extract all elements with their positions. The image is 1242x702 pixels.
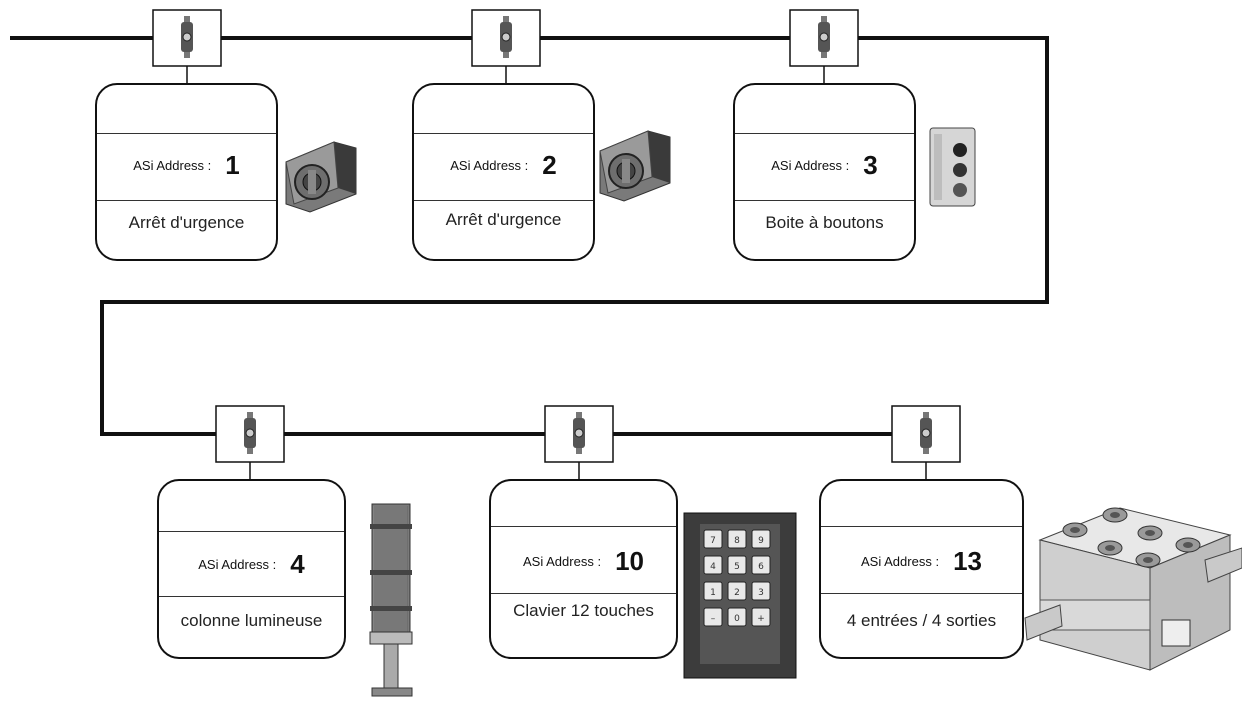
- node-divider-top: [414, 133, 593, 134]
- address-label: ASi Address :: [861, 553, 940, 569]
- node-divider-top: [821, 526, 1022, 527]
- device-name: 4 entrées / 4 sorties: [846, 611, 997, 630]
- node-divider-bottom: [735, 200, 914, 201]
- svg-text:6: 6: [758, 562, 764, 572]
- svg-text:4: 4: [710, 562, 716, 572]
- node-address-row: ASi Address : 2: [414, 147, 593, 183]
- address-value: 2: [542, 149, 557, 180]
- address-label: ASi Address :: [523, 553, 602, 569]
- svg-text:7: 7: [710, 536, 716, 546]
- node-address-row: ASi Address : 4: [159, 546, 344, 582]
- node-divider-bottom: [414, 200, 593, 201]
- node-divider-bottom: [821, 593, 1022, 594]
- address-label: ASi Address :: [771, 157, 850, 173]
- node-address-row: ASi Address : 10: [491, 543, 676, 579]
- device-name: Clavier 12 touches: [513, 601, 654, 620]
- node-divider-bottom: [97, 200, 276, 201]
- asi-connector-3: [789, 9, 859, 83]
- signal-tower-icon: [369, 503, 413, 697]
- asi-node-4: ASi Address : 4 colonne lumineuse: [157, 479, 346, 659]
- address-value: 13: [953, 545, 982, 576]
- asi-connector-1: [152, 9, 222, 83]
- node-divider-bottom: [491, 593, 676, 594]
- svg-text:+: +: [757, 614, 765, 624]
- svg-text:–: –: [711, 614, 716, 624]
- keypad-icon: 7 8 9 4 5 6 1 2 3 – 0 +: [683, 512, 797, 679]
- node-address-row: ASi Address : 3: [735, 147, 914, 183]
- address-label: ASi Address :: [198, 556, 277, 572]
- address-value: 10: [615, 545, 644, 576]
- asi-connector-4: [215, 405, 285, 479]
- asi-node-13: ASi Address : 13 4 entrées / 4 sorties: [819, 479, 1024, 659]
- svg-text:8: 8: [734, 536, 740, 546]
- node-address-row: ASi Address : 13: [821, 543, 1022, 579]
- node-divider-bottom: [159, 596, 344, 597]
- svg-text:3: 3: [758, 588, 764, 598]
- svg-text:2: 2: [734, 588, 740, 598]
- address-value: 1: [225, 149, 240, 180]
- asi-node-3: ASi Address : 3 Boite à boutons: [733, 83, 916, 261]
- io-module-icon: [1024, 507, 1242, 671]
- asi-node-2: ASi Address : 2 Arrêt d'urgence: [412, 83, 595, 261]
- push-button-box-icon: [929, 127, 976, 207]
- svg-text:1: 1: [710, 588, 716, 598]
- address-label: ASi Address :: [133, 157, 212, 173]
- address-value: 3: [863, 149, 878, 180]
- node-divider-top: [735, 133, 914, 134]
- node-address-row: ASi Address : 1: [97, 147, 276, 183]
- asi-connector-10: [544, 405, 614, 479]
- emergency-stop-icon: [599, 130, 671, 202]
- asi-connector-13: [891, 405, 961, 479]
- node-divider-top: [159, 531, 344, 532]
- asi-node-10: ASi Address : 10 Clavier 12 touches: [489, 479, 678, 659]
- device-name: colonne lumineuse: [180, 611, 323, 630]
- address-label: ASi Address :: [450, 157, 529, 173]
- device-name: Boite à boutons: [765, 213, 884, 232]
- asi-connector-2: [471, 9, 541, 83]
- svg-text:0: 0: [734, 614, 740, 624]
- device-name: Arrêt d'urgence: [445, 210, 562, 229]
- svg-text:5: 5: [734, 562, 740, 572]
- address-value: 4: [290, 548, 305, 579]
- emergency-stop-icon: [285, 141, 357, 213]
- node-divider-top: [97, 133, 276, 134]
- node-divider-top: [491, 526, 676, 527]
- svg-text:9: 9: [758, 536, 764, 546]
- device-name: Arrêt d'urgence: [128, 213, 245, 232]
- asi-node-1: ASi Address : 1 Arrêt d'urgence: [95, 83, 278, 261]
